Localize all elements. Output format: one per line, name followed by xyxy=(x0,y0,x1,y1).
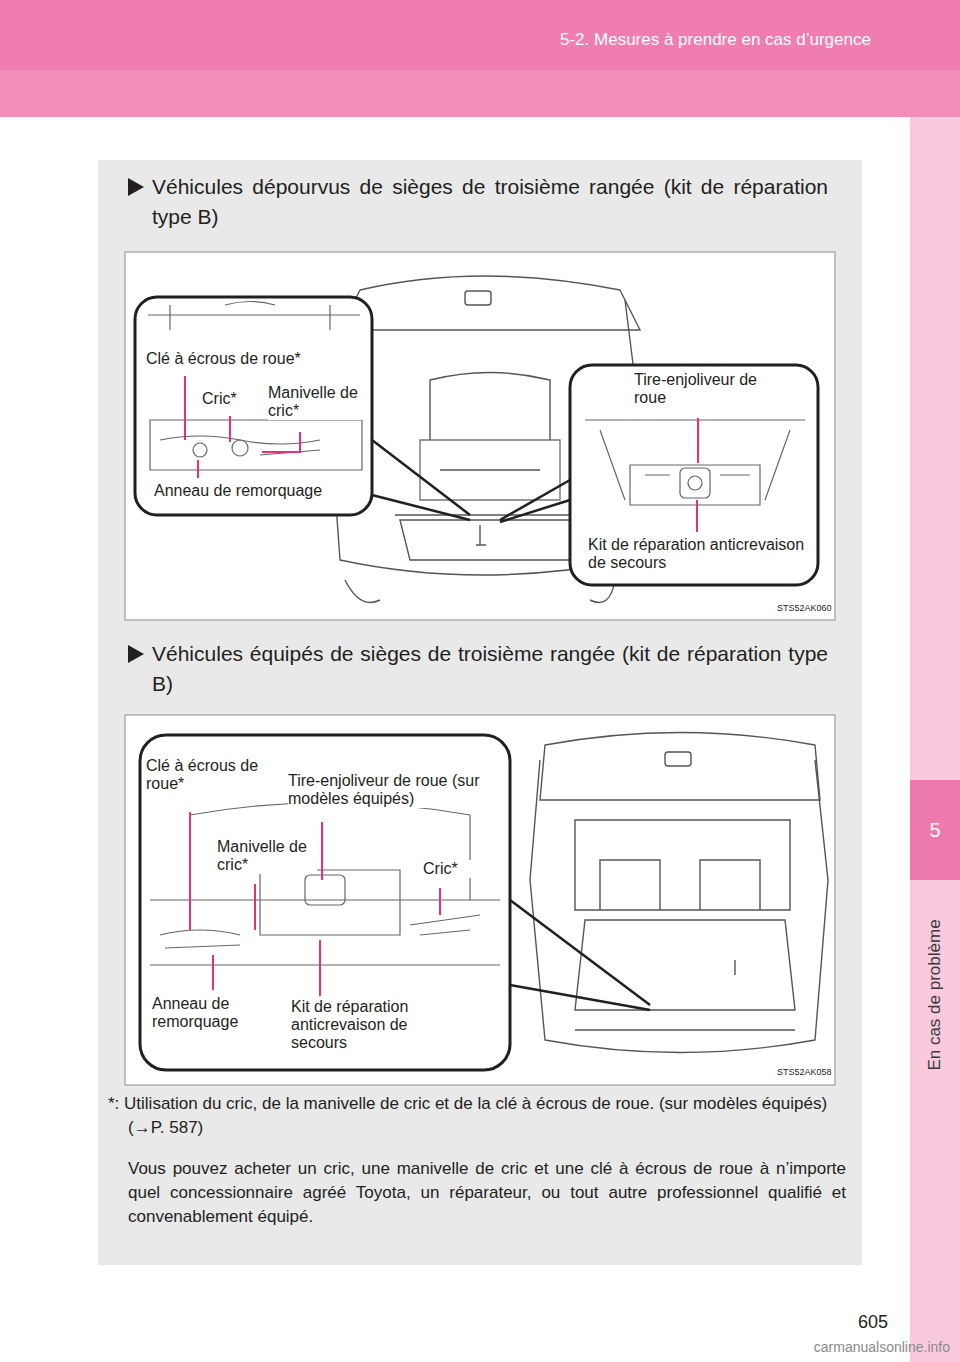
page-number: 605 xyxy=(858,1312,898,1332)
bullet-triangle xyxy=(128,645,144,663)
header-band: 5-2. Mesures à prendre en cas d’urgence xyxy=(0,0,910,117)
part-label: Anneau de remorquage xyxy=(154,482,366,500)
part-label: Clé à écrous de roue* xyxy=(146,757,272,793)
section-tab: 5 xyxy=(910,780,960,880)
illustration-frame xyxy=(125,252,835,620)
part-label: Tire-enjoliveur de roue (sur modèles équ… xyxy=(288,772,498,808)
side-strip xyxy=(910,117,960,1362)
header-band-top xyxy=(0,0,960,70)
footnote: *: Utilisation du cric, de la manivelle … xyxy=(108,1092,846,1140)
section-heading: Véhicules équipés de sièges de troisième… xyxy=(152,639,828,700)
node-text: 5 xyxy=(929,819,940,842)
node-text: En cas de problème xyxy=(925,919,945,1070)
figure-code: STS52AK060 xyxy=(777,603,832,613)
part-label: Tire-enjoliveur de roue xyxy=(634,371,784,407)
grey-panel xyxy=(98,160,862,1265)
part-label: Manivelle de cric* xyxy=(268,384,364,420)
section-heading: Véhicules dépourvus de sièges de troisiè… xyxy=(152,172,828,233)
part-label: Kit de réparation anticrevaison de secou… xyxy=(291,998,461,1052)
part-label: Cric* xyxy=(423,860,475,878)
part-label: Cric* xyxy=(202,390,254,408)
part-label: Anneau de remorquage xyxy=(152,995,272,1031)
part-label: Kit de réparation anticrevaison de secou… xyxy=(588,536,813,572)
footnote-body: Vous pouvez acheter un cric, une manivel… xyxy=(128,1157,846,1228)
node-text: 5-2. Mesures à prendre en cas d’urgence xyxy=(560,30,871,50)
watermark: carmanualsonline.info xyxy=(700,1340,950,1356)
bullet-triangle xyxy=(128,178,144,196)
header-band xyxy=(0,0,960,117)
part-label: Manivelle de cric* xyxy=(217,838,317,874)
illustration-frame xyxy=(125,715,835,1085)
section-title: En cas de problème xyxy=(910,880,960,1110)
figure-code: STS52AK058 xyxy=(777,1067,832,1077)
part-label: Clé à écrous de roue* xyxy=(146,350,366,368)
